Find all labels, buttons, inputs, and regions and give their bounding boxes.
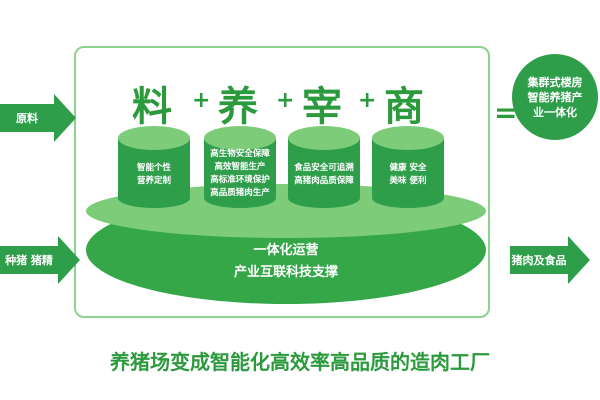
plus-sign: + [276, 88, 295, 113]
pillar-text: 高品质猪肉生产 [210, 188, 270, 198]
plus-sign: + [358, 88, 377, 113]
result-line: 业一体化 [533, 105, 577, 119]
arrow-head-icon [54, 94, 76, 142]
input-label: 种猪 猪精 [0, 246, 58, 274]
platform-line: 一体化运营 [253, 243, 319, 258]
pillar-text: 营养定制 [136, 176, 171, 186]
factor-feed: 料 [132, 84, 172, 130]
pillar-text: 高生物安全保障 [210, 149, 270, 159]
platform-label: 一体化运营 产业互联科技支撑 [186, 240, 386, 284]
diagram-caption: 养猪场变成智能化高效率高品质的造肉工厂 [110, 350, 490, 374]
pillar-text: 美味 便利 [389, 176, 427, 186]
equals-sign: = [494, 96, 518, 129]
factor-raise: 养 [218, 84, 258, 130]
factor-commerce: 商 [384, 84, 424, 130]
pillar-text: 智能个性 [136, 163, 171, 173]
input-arrow-raw-materials: 原料 [0, 94, 76, 142]
result-line: 集群式楼房 [527, 75, 583, 89]
arrow-head-icon [568, 236, 590, 284]
result-circle: 集群式楼房 智能养猪产 业一体化 [512, 54, 598, 140]
input-label: 原料 [0, 104, 54, 132]
pillar-text: 高效智能生产 [214, 162, 266, 172]
plus-sign: + [192, 88, 211, 113]
pillar-text: 健康 安全 [389, 163, 427, 173]
input-arrow-breeding: 种猪 猪精 [0, 236, 80, 284]
pillar-text: 食品安全可追溯 [294, 163, 354, 173]
arrow-head-icon [58, 236, 80, 284]
output-label: 猪肉及食品 [510, 246, 568, 274]
platform-line: 产业互联科技支撑 [233, 265, 338, 280]
factor-slaughter: 宰 [302, 84, 342, 130]
result-line: 智能养猪产 [527, 90, 583, 104]
pillar-text: 高猪肉品质保障 [294, 176, 354, 186]
output-arrow: 猪肉及食品 [510, 236, 590, 284]
pillar-text: 高标准环境保护 [210, 175, 270, 185]
